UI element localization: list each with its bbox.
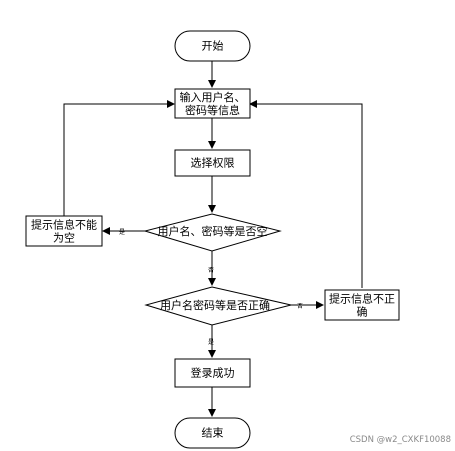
start-label: 开始 xyxy=(202,39,224,53)
incorrect-error-process xyxy=(324,289,400,321)
edge-empty-error-loop xyxy=(63,100,175,216)
edge-label-empty-yes: 是 xyxy=(119,229,125,236)
input-label-line1: 输入用户名、 xyxy=(180,90,246,104)
edge-incorrect-error-loop xyxy=(249,100,363,288)
end-label: 结束 xyxy=(202,427,224,440)
check-empty-decision xyxy=(143,213,282,252)
check-correct-decision xyxy=(144,286,292,326)
select-permission-process xyxy=(174,149,251,177)
input-process xyxy=(174,88,251,119)
empty-error-label-line2: 为空 xyxy=(53,231,75,245)
end-terminal xyxy=(174,417,251,449)
login-success-label: 登录成功 xyxy=(191,366,235,380)
select-permission-label: 选择权限 xyxy=(191,156,235,170)
input-label-line2: 密码等信息 xyxy=(185,103,240,117)
watermark: CSDN @w2_CXKF10088 xyxy=(350,435,451,445)
incorrect-error-label-line2: 确 xyxy=(357,306,368,319)
incorrect-error-label-line1: 提示信息不正 xyxy=(329,292,395,306)
empty-error-label-line1: 提示信息不能 xyxy=(31,218,97,232)
login-success-process xyxy=(174,358,251,388)
empty-error-process xyxy=(25,215,103,247)
edge-label-correct-yes: 是 xyxy=(208,339,214,346)
edge-label-empty-no: 否 xyxy=(208,267,214,274)
check-correct-label: 用户名密码等是否正确 xyxy=(160,298,270,312)
check-empty-label: 用户名、密码等是否空 xyxy=(158,224,268,238)
edge-label-correct-no: 否 xyxy=(297,303,303,310)
start-terminal xyxy=(174,30,251,62)
